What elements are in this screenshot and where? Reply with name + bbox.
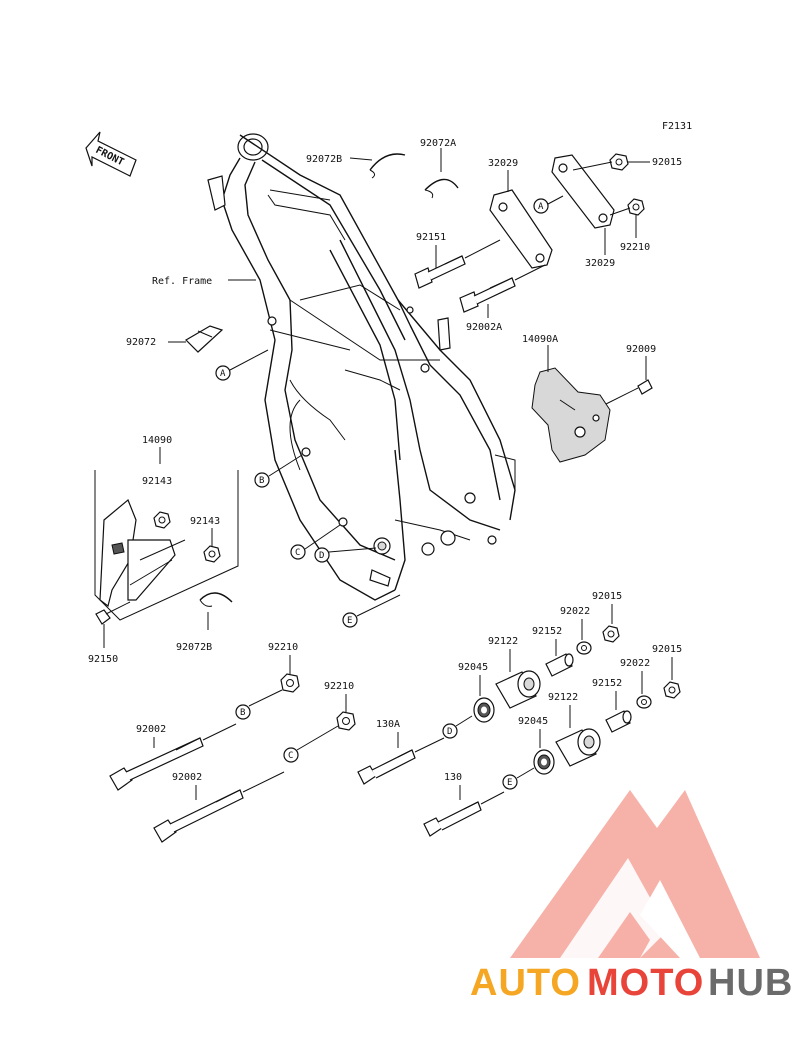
- svg-text:D: D: [319, 551, 324, 561]
- svg-text:A: A: [538, 202, 544, 212]
- ref-frame-label: Ref. Frame: [152, 276, 212, 287]
- svg-text:A: A: [220, 369, 226, 379]
- bolt-130: [423, 801, 482, 837]
- label-92151: 92151: [416, 232, 446, 243]
- diagram-code: F2131: [662, 121, 692, 132]
- label-92022-r1: 92022: [560, 606, 590, 617]
- label-92072: 92072: [126, 337, 156, 348]
- collar-92210-b: [280, 673, 300, 693]
- nut-92015-top: [609, 153, 629, 171]
- label-92009: 92009: [626, 344, 656, 355]
- label-92122-r1: 92122: [488, 636, 518, 647]
- washer-92022-r2: [636, 695, 652, 709]
- label-92072A: 92072A: [420, 138, 456, 149]
- label-92045-r2: 92045: [518, 716, 548, 727]
- watermark-brand: AUTO MOTO HUB: [470, 962, 793, 1004]
- label-92002A: 92002A: [466, 322, 502, 333]
- label-92002-b: 92002: [136, 724, 166, 735]
- clip-92072: [185, 325, 224, 353]
- bolt-92002A: [459, 277, 516, 313]
- callout-c-frame: C: [290, 544, 306, 560]
- collar-92152-r1: [545, 653, 574, 677]
- label-92210-top: 92210: [620, 242, 650, 253]
- label-32029-top: 32029: [488, 158, 518, 169]
- svg-text:D: D: [447, 727, 452, 737]
- label-92122-r2: 92122: [548, 692, 578, 703]
- label-14090: 14090: [142, 435, 172, 446]
- svg-text:B: B: [259, 476, 264, 486]
- svg-text:C: C: [295, 548, 300, 558]
- callout-e-frame: E: [342, 612, 358, 628]
- frame-illustration: [207, 133, 516, 601]
- bearing-92045-r1: [473, 697, 495, 723]
- screw-92009: [605, 379, 653, 405]
- bushing-92122-r1: [495, 670, 541, 709]
- band-92072A: [424, 178, 459, 199]
- callout-a-frame: A: [215, 365, 231, 381]
- svg-text:E: E: [347, 616, 352, 626]
- label-92210-c: 92210: [324, 681, 354, 692]
- nut-92015-r1: [602, 625, 620, 643]
- callout-e-bolt: E: [502, 774, 518, 790]
- svg-text:C: C: [288, 751, 293, 761]
- label-92072B-bottom: 92072B: [176, 642, 212, 653]
- nut-92143-b: [203, 545, 221, 563]
- label-32029-bottom: 32029: [585, 258, 615, 269]
- label-130A: 130A: [376, 719, 400, 730]
- label-92210-b: 92210: [268, 642, 298, 653]
- label-92022-r2: 92022: [620, 658, 650, 669]
- watermark-logo: [510, 790, 760, 958]
- label-92015-top: 92015: [652, 157, 682, 168]
- watermark-moto: MOTO: [587, 962, 704, 1004]
- label-92045-r1: 92045: [458, 662, 488, 673]
- washer-92022-r1: [576, 641, 592, 655]
- nut-92015-r2: [663, 681, 681, 699]
- collar-92210-top: [627, 198, 645, 216]
- callout-b-bolt: B: [235, 704, 251, 720]
- mount-plate-32029-rear: [551, 154, 615, 229]
- nut-92143-a: [153, 511, 171, 529]
- label-92143-a: 92143: [142, 476, 172, 487]
- callout-a-plate: A: [533, 198, 549, 214]
- label-92143-b: 92143: [190, 516, 220, 527]
- watermark-auto: AUTO: [470, 962, 581, 1004]
- band-92072B-bottom: [199, 592, 233, 607]
- bolt-130A: [357, 749, 416, 785]
- bolt-92002-c: [153, 789, 244, 843]
- callout-d-frame: D: [314, 547, 330, 563]
- svg-text:B: B: [240, 708, 245, 718]
- band-92072B-top: [369, 153, 406, 179]
- label-130: 130: [444, 772, 462, 783]
- label-92015-r1: 92015: [592, 591, 622, 602]
- label-92150: 92150: [88, 654, 118, 665]
- bolt-92002-b: [109, 737, 204, 791]
- cover-14090A: [531, 367, 611, 463]
- bushing-92122-r2: [555, 728, 601, 767]
- collar-92152-r2: [605, 710, 632, 733]
- label-92152-r1: 92152: [532, 626, 562, 637]
- callout-b-frame: B: [254, 472, 270, 488]
- label-14090A: 14090A: [522, 334, 558, 345]
- front-arrow-icon: FRONT: [85, 131, 137, 177]
- label-92072B-top: 92072B: [306, 154, 342, 165]
- callout-d-bolt: D: [442, 723, 458, 739]
- svg-text:E: E: [507, 778, 512, 788]
- bolt-92151: [414, 255, 466, 289]
- label-92002-c: 92002: [172, 772, 202, 783]
- callout-c-bolt: C: [283, 747, 299, 763]
- guard-14090: [99, 499, 186, 608]
- collar-92210-c: [336, 711, 356, 731]
- label-92152-r2: 92152: [592, 678, 622, 689]
- label-92015-r2: 92015: [652, 644, 682, 655]
- watermark-hub: HUB: [708, 962, 793, 1004]
- bearing-92045-r2: [533, 749, 555, 775]
- bolt-92150: [95, 601, 131, 625]
- mount-plate-32029-front: [489, 189, 553, 269]
